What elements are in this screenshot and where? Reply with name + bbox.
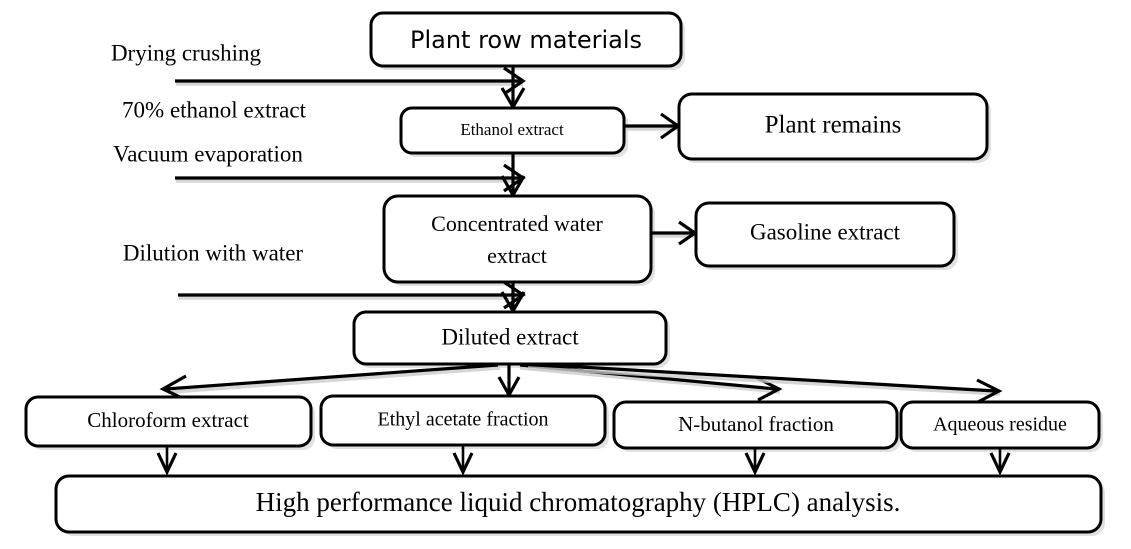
node-plant-remains xyxy=(677,92,989,161)
step-label-vacuum-evaporation: Vacuum evaporation xyxy=(113,141,303,166)
node-diluted-extract-label: Diluted extract xyxy=(441,324,579,349)
node-plant-row-materials-label: Plant row materials xyxy=(410,26,642,54)
node-ethanol-extract xyxy=(399,106,626,155)
node-aqueous-residue-label: Aqueous residue xyxy=(933,414,1067,436)
node-concentrated-water-extract-label-line2: extract xyxy=(487,243,547,268)
arrowhead-chloroform-to-hplc xyxy=(156,452,178,476)
node-concentrated-water-extract xyxy=(382,194,653,284)
node-n-butanol-fraction xyxy=(612,400,899,450)
node-hplc-analysis-label: High performance liquid chromatography (… xyxy=(256,487,901,517)
node-layer: Plant row materials Ethanol extract Plan… xyxy=(24,11,1103,534)
step-label-layer: Drying crushing 70% ethanol extract Vacu… xyxy=(111,40,307,265)
node-chloroform-extract-label: Chloroform extract xyxy=(87,408,249,432)
arrowhead-n-butanol-to-hplc xyxy=(744,452,766,476)
arrowhead-ethyl-acetate-to-hplc xyxy=(452,452,474,476)
node-n-butanol-fraction-label: N-butanol fraction xyxy=(678,412,834,436)
node-ethanol-extract-label: Ethanol extract xyxy=(460,120,564,139)
step-label-dilution-with-water: Dilution with water xyxy=(123,240,303,265)
node-concentrated-water-extract-label-line1: Concentrated water xyxy=(431,211,603,236)
edge-diluted-to-chloroform xyxy=(165,363,499,391)
step-label-drying-crushing: Drying crushing xyxy=(111,40,262,65)
step-label-ethanol-extract-step: 70% ethanol extract xyxy=(122,97,307,122)
arrowhead-drying-crushing xyxy=(503,66,526,96)
node-diluted-extract xyxy=(352,310,668,366)
arrowhead-aqueous-residue-to-hplc xyxy=(989,452,1011,476)
edge-diluted-to-aqueous-residue xyxy=(526,362,997,393)
node-plant-row-materials xyxy=(369,11,683,68)
node-ethyl-acetate-fraction-label: Ethyl acetate fraction xyxy=(377,409,548,431)
node-aqueous-residue xyxy=(899,400,1101,450)
node-chloroform-extract xyxy=(24,395,313,448)
node-ethyl-acetate-fraction xyxy=(319,394,607,447)
node-plant-remains-label: Plant remains xyxy=(765,112,902,139)
arrowhead-diluted-to-aqueous-residue xyxy=(976,378,1003,404)
node-gasoline-extract xyxy=(694,201,956,268)
node-hplc-analysis xyxy=(54,474,1103,534)
node-gasoline-extract-label: Gasoline extract xyxy=(750,219,901,244)
